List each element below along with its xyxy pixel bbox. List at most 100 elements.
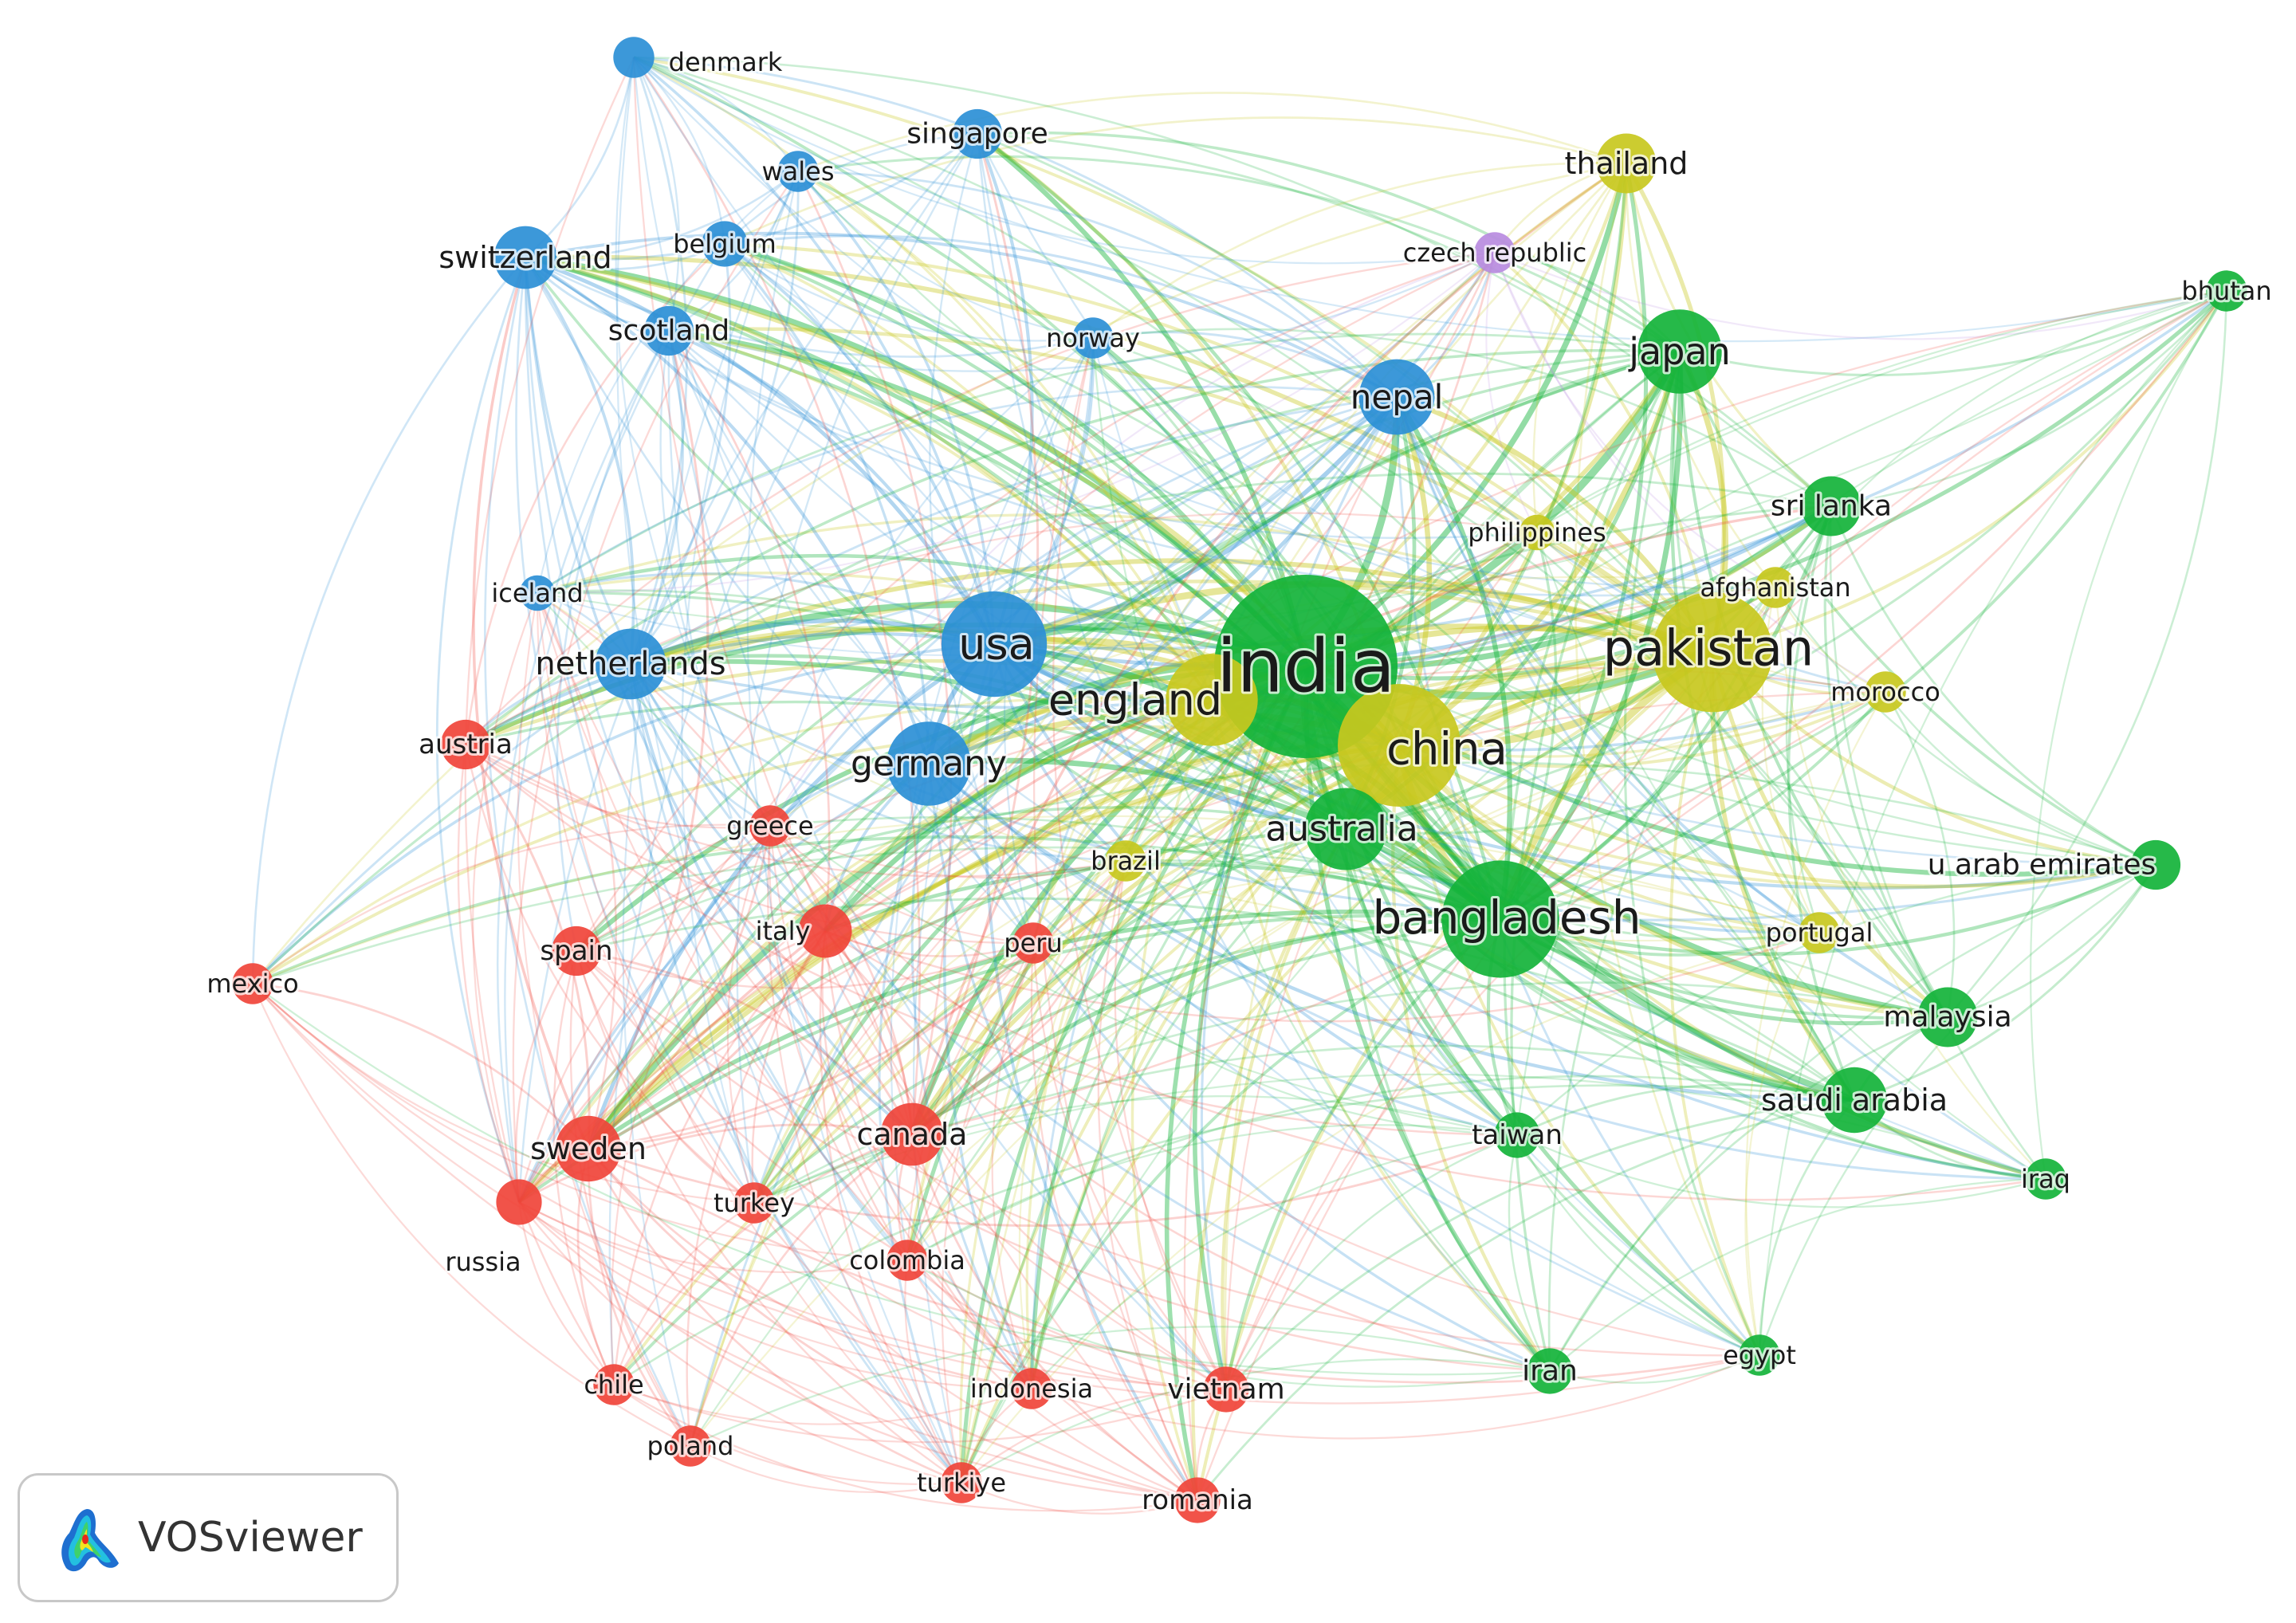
- node-label-halo: romania: [1142, 1484, 1253, 1516]
- node-italy[interactable]: [798, 904, 852, 958]
- link-canada-denmark: [632, 57, 921, 1135]
- node-colombia[interactable]: [887, 1240, 928, 1281]
- link-england-mexico: [252, 695, 1213, 985]
- node-label-wales: wales: [761, 156, 834, 187]
- node-belgium[interactable]: [702, 221, 748, 267]
- link-japan-u-arab-emirates: [1678, 351, 2156, 867]
- node-nepal[interactable]: [1358, 359, 1435, 435]
- node-label-turkey: turkey: [714, 1188, 795, 1218]
- link-china-canada: [910, 743, 1400, 1136]
- link-italy-iraq: [824, 929, 2046, 1201]
- node-poland[interactable]: [670, 1425, 711, 1467]
- link-nepal-greece: [769, 395, 1398, 827]
- node-czech-republic[interactable]: [1474, 232, 1516, 273]
- node-iceland[interactable]: [519, 575, 556, 611]
- node-label-halo: sweden: [530, 1131, 647, 1166]
- link-peru-indonesia: [991, 942, 1035, 1389]
- node-iraq[interactable]: [2025, 1158, 2066, 1200]
- node-label-halo: greece: [726, 811, 813, 841]
- node-label-egypt: egypt: [1723, 1340, 1796, 1370]
- node-australia[interactable]: [1304, 788, 1387, 870]
- link-thailand-belgium: [724, 116, 1627, 246]
- node-label-malaysia: malaysia: [1883, 1001, 2011, 1034]
- node-greece[interactable]: [749, 805, 791, 847]
- node-denmark[interactable]: [613, 37, 655, 78]
- link-scotland-wales: [668, 171, 800, 332]
- link-india-iceland: [537, 553, 1307, 669]
- node-england[interactable]: [1166, 654, 1258, 746]
- node-japan[interactable]: [1637, 309, 1722, 394]
- node-singapore[interactable]: [952, 108, 1003, 159]
- node-mexico[interactable]: [232, 963, 273, 1004]
- node-label-halo: russia: [445, 1247, 521, 1277]
- link-czech-republic-austria: [465, 251, 1496, 745]
- node-bhutan[interactable]: [2206, 270, 2247, 312]
- node-usa[interactable]: [941, 591, 1048, 698]
- node-peru[interactable]: [1012, 922, 1054, 964]
- link-india-austria: [464, 622, 1307, 747]
- node-morocco[interactable]: [1865, 671, 1906, 713]
- node-label-pakistan: pakistan: [1603, 619, 1814, 678]
- link-russia-turkiye: [518, 1201, 962, 1484]
- node-austria[interactable]: [440, 719, 491, 770]
- link-portugal-peru: [1032, 866, 1820, 945]
- node-label-morocco: morocco: [1830, 677, 1940, 707]
- link-nepal-mexico: [251, 395, 1398, 984]
- link-pakistan-chile: [612, 650, 1713, 1386]
- node-spain[interactable]: [551, 925, 602, 977]
- link-sweden-scotland: [587, 330, 710, 1149]
- link-sri-lanka-portugal: [1785, 505, 1833, 933]
- node-sri-lanka[interactable]: [1801, 476, 1862, 536]
- node-vietnam[interactable]: [1203, 1366, 1249, 1413]
- node-label-belgium: belgium: [673, 229, 776, 259]
- node-pakistan[interactable]: [1652, 591, 1773, 713]
- node-philippines[interactable]: [1519, 514, 1555, 551]
- link-saudi-arabia-belgium: [724, 242, 1856, 1101]
- node-saudi-arabia[interactable]: [1821, 1067, 1888, 1134]
- link-netherlands-scotland: [629, 330, 685, 665]
- node-sweden[interactable]: [555, 1115, 622, 1182]
- node-u-arab-emirates[interactable]: [2130, 839, 2181, 890]
- link-bangladesh-japan: [1498, 351, 1684, 922]
- node-chile[interactable]: [593, 1364, 635, 1405]
- node-switzerland[interactable]: [493, 226, 557, 289]
- link-austria-chile: [457, 744, 615, 1385]
- node-brazil[interactable]: [1105, 840, 1146, 882]
- node-scotland[interactable]: [643, 305, 694, 356]
- link-italy-turkiye: [819, 930, 963, 1483]
- link-australia-sweden: [587, 827, 1347, 1150]
- link-usa-switzerland: [525, 255, 997, 646]
- node-russia[interactable]: [496, 1179, 542, 1225]
- link-australia-indonesia: [1030, 827, 1347, 1389]
- node-egypt[interactable]: [1739, 1334, 1780, 1376]
- node-turkiye[interactable]: [941, 1462, 982, 1503]
- link-saudi-arabia-vietnam: [1225, 1098, 1855, 1391]
- link-netherlands-u-arab-emirates: [630, 662, 2156, 922]
- node-norway[interactable]: [1072, 317, 1114, 359]
- link-wales-iceland: [536, 171, 799, 594]
- link-japan-indonesia: [1030, 350, 1681, 1389]
- node-china[interactable]: [1338, 684, 1461, 807]
- link-china-iraq: [1398, 744, 2046, 1181]
- node-label-halo: philippines: [1468, 517, 1606, 548]
- node-netherlands[interactable]: [595, 628, 666, 700]
- node-iran[interactable]: [1527, 1348, 1573, 1394]
- node-indonesia[interactable]: [1011, 1368, 1052, 1409]
- node-wales[interactable]: [777, 151, 819, 192]
- node-label-halo: malaysia: [1883, 1001, 2011, 1034]
- node-turkey[interactable]: [733, 1182, 775, 1224]
- node-afghanistan[interactable]: [1755, 567, 1796, 608]
- node-label-china: china: [1386, 724, 1508, 776]
- node-germany[interactable]: [887, 721, 971, 806]
- node-malaysia[interactable]: [1917, 987, 1978, 1047]
- node-portugal[interactable]: [1799, 912, 1840, 953]
- node-romania[interactable]: [1174, 1477, 1221, 1523]
- link-nepal-switzerland: [525, 231, 1398, 399]
- node-canada[interactable]: [880, 1102, 944, 1166]
- node-taiwan[interactable]: [1494, 1112, 1540, 1158]
- link-japan-iran: [1510, 351, 1681, 1372]
- link-saudi-arabia-spain: [576, 897, 1855, 1102]
- node-bangladesh[interactable]: [1441, 860, 1559, 978]
- link-india-vietnam: [1192, 665, 1308, 1390]
- node-thailand[interactable]: [1596, 133, 1657, 194]
